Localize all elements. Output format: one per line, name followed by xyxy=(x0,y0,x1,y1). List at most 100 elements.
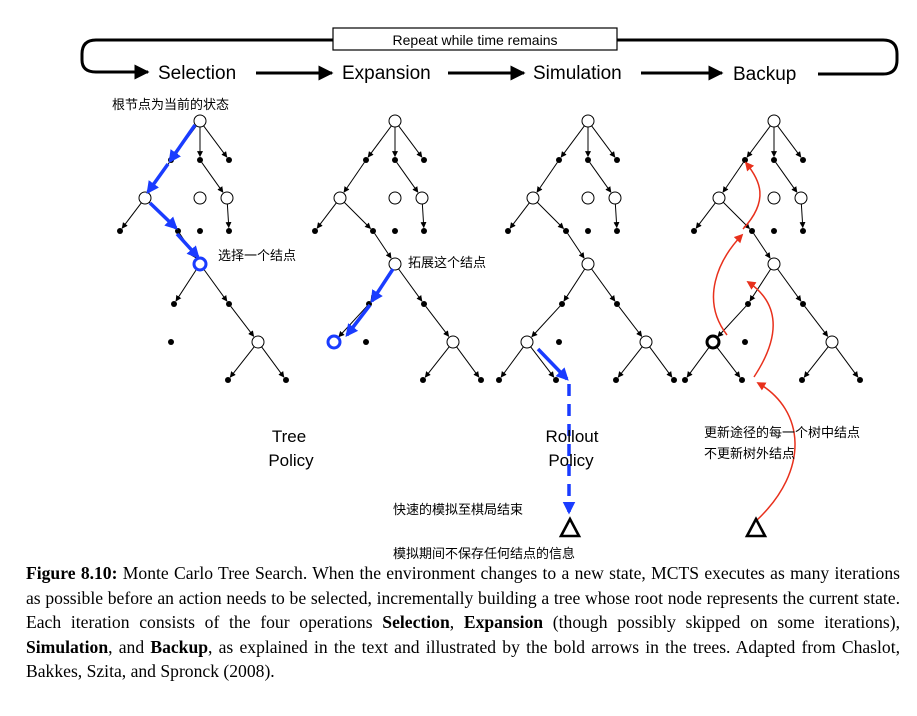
mcts-diagram: Repeat while time remains Selection Expa… xyxy=(80,27,899,562)
caption-op-simulation: Simulation xyxy=(26,636,109,657)
tree-edge xyxy=(230,306,255,337)
leaf-node xyxy=(682,377,688,383)
loop-path-right xyxy=(617,38,899,76)
rollout-policy-line1: Rollout xyxy=(546,427,599,446)
tree-node xyxy=(581,114,595,128)
leaf-node xyxy=(691,228,697,234)
trees xyxy=(117,114,863,383)
tree-edge xyxy=(775,162,798,193)
leaf-node xyxy=(225,377,231,383)
tree-edge xyxy=(374,233,392,259)
caption-tail: , as explained in the text and illustrat… xyxy=(26,636,900,682)
tree-edge xyxy=(722,201,750,229)
leaf-node xyxy=(505,228,511,234)
simulation-terminal-triangle xyxy=(558,516,582,538)
tree-node xyxy=(415,191,429,205)
tree-node xyxy=(608,191,622,205)
leaf-node xyxy=(556,339,562,345)
tree-node xyxy=(712,191,726,205)
simulation-tree xyxy=(496,114,677,383)
leaf-node xyxy=(392,157,398,163)
caption-op-backup: Backup xyxy=(150,636,209,657)
leaf-node xyxy=(563,228,569,234)
leaf-node xyxy=(421,228,427,234)
tree-policy-line1: Tree xyxy=(272,427,306,446)
tree-node xyxy=(639,335,653,349)
leaf-node xyxy=(613,377,619,383)
annotation-expand-node: 拓展这个结点 xyxy=(408,255,486,271)
tree-node xyxy=(446,335,460,349)
tree-edge xyxy=(203,268,228,302)
tree-edge xyxy=(500,346,524,378)
leaf-node xyxy=(312,228,318,234)
tree-node xyxy=(767,191,781,205)
leaf-node xyxy=(771,228,777,234)
highlighted-tree-node xyxy=(192,256,208,272)
backup-tree xyxy=(682,114,863,383)
tree-edge xyxy=(560,125,585,158)
tree-node xyxy=(388,257,402,271)
tree-node xyxy=(767,257,781,271)
leaf-node xyxy=(556,157,562,163)
tree-node xyxy=(794,191,808,205)
tree-node xyxy=(193,191,207,205)
leaf-node xyxy=(283,377,289,383)
tree-node xyxy=(526,191,540,205)
caption-mid: (though possibly skipped on some iterati… xyxy=(552,612,900,633)
stage-simulation: Simulation xyxy=(533,63,622,84)
caption-sep: , xyxy=(449,612,455,633)
tree-edge xyxy=(799,203,806,229)
backup-path xyxy=(712,161,796,521)
leaf-node xyxy=(226,157,232,163)
tree-edge xyxy=(175,268,198,302)
tree-node xyxy=(138,191,152,205)
caption-op-selection: Selection xyxy=(382,612,450,633)
annotation-no-save: 模拟期间不保存任何结点的信息 xyxy=(393,546,575,560)
tree-edge xyxy=(398,268,423,302)
highlighted-tree-node xyxy=(326,334,342,350)
leaf-node xyxy=(671,377,677,383)
rollout-policy-line2: Policy xyxy=(548,451,594,470)
tree-node xyxy=(388,191,402,205)
leaf-node xyxy=(585,228,591,234)
leaf-node xyxy=(614,301,620,307)
leaf-node xyxy=(745,301,751,307)
tree-edge xyxy=(617,346,643,378)
tree-edge xyxy=(563,268,586,302)
leaf-node xyxy=(800,157,806,163)
tree-node xyxy=(581,191,595,205)
annotation-backup-line2: 不更新树外结点 xyxy=(704,446,795,462)
leaf-node xyxy=(857,377,863,383)
stage-expansion: Expansion xyxy=(342,63,431,84)
tree-node xyxy=(251,335,265,349)
annotation-fast-simulation: 快速的模拟至棋局结束 xyxy=(393,502,523,518)
caption-op-expansion: Expansion xyxy=(463,612,544,633)
expansion-tree xyxy=(312,114,484,383)
tree-edge xyxy=(261,346,285,378)
leaf-node xyxy=(370,228,376,234)
tree-edge xyxy=(567,233,585,259)
figure-caption: Figure 8.10: Monte Carlo Tree Search. Wh… xyxy=(26,561,900,684)
annotation-select-node: 选择一个结点 xyxy=(218,249,296,264)
caption-sentence: Monte Carlo Tree Search. When the enviro… xyxy=(26,563,900,633)
leaf-node xyxy=(171,301,177,307)
tree-edge xyxy=(777,268,802,302)
tree-edge xyxy=(618,306,643,337)
tree-edge xyxy=(225,203,232,229)
leaf-node xyxy=(739,377,745,383)
tree-node xyxy=(767,114,781,128)
tree-node xyxy=(220,191,234,205)
expansion-path xyxy=(345,268,395,337)
leaf-node xyxy=(800,301,806,307)
tree-edge xyxy=(229,346,255,378)
tree-edge xyxy=(530,346,555,378)
leaf-node xyxy=(421,301,427,307)
tree-edge xyxy=(589,162,612,193)
tree-edge xyxy=(749,268,772,302)
leaf-node xyxy=(363,339,369,345)
tree-edge xyxy=(536,201,564,229)
tree-edge xyxy=(531,305,561,338)
leaf-node xyxy=(614,228,620,234)
bold-tree-node xyxy=(705,334,721,350)
